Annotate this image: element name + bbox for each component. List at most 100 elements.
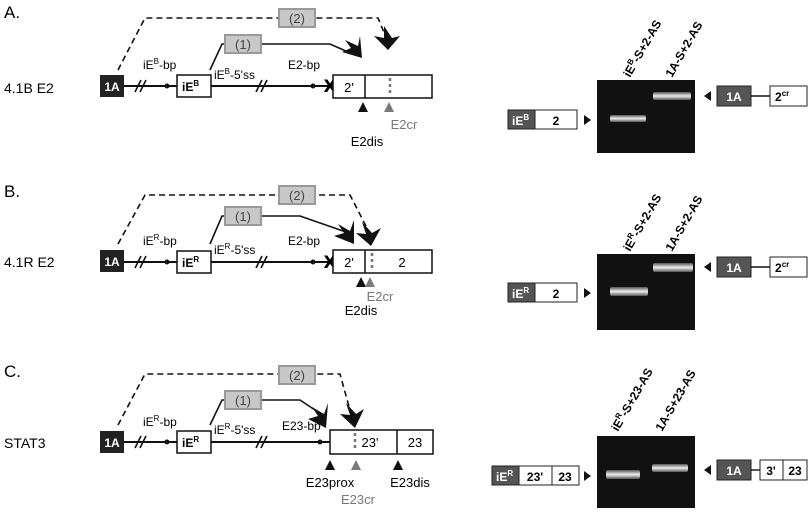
pointer-icon [584,115,591,125]
break-mark [139,435,147,449]
primer-2-box [278,8,316,28]
marker-c-triangle [393,460,403,470]
break-mark [255,255,263,269]
break-mark [134,79,142,93]
product-23-box [782,459,808,481]
product-23-label: 23 [788,464,802,478]
exon-1a-box [100,431,124,453]
marker-b-triangle [351,460,361,470]
primer-1-box [224,390,262,410]
bp-label: iER-bp [143,233,177,248]
pointer-icon [704,465,711,475]
segment-left-label: 2' [344,80,354,95]
marker-a-triangle [325,460,335,470]
target-exon-box [329,429,434,455]
left-product: iEB 2 [507,109,591,130]
break-mark [260,435,268,449]
product-exon-label: 23' [527,470,543,484]
lane-1-label: iER-S+2-AS [620,191,665,253]
marker-b-label: E2cr [391,117,418,132]
arrowhead-1 [308,403,328,428]
pointer-icon [584,288,591,298]
break-mark [139,79,147,93]
marker-b-label: E2cr [367,289,394,304]
product-exon-box [534,109,578,130]
product-2cr-label: 2cr [775,260,789,275]
break-mark [134,255,142,269]
gene-label: 4.1B E2 [4,80,54,96]
product-exon-box [534,282,578,303]
primer-2-path [117,17,389,71]
ss-label: iEB-5'ss [214,67,255,82]
panel-letter: B. [4,182,20,201]
product-ie-label: iER [512,286,529,301]
branch-point-dot [164,83,170,89]
arrowhead-2 [374,26,400,50]
ie-exon-label: iEB [182,79,199,94]
product-2cr-box [769,256,808,278]
exon-1a-box [100,75,124,97]
break-mark [139,255,147,269]
segment-right-label: 23 [408,435,422,450]
break-mark [134,435,142,449]
primer-2-label: (2) [289,11,305,26]
product-1a-label: 1A [726,90,742,104]
panel-letter: A. [4,3,20,22]
left-product: iER 2 [507,282,591,303]
product-1a-label: 1A [726,261,742,275]
branch-point-dot [310,83,316,89]
exon-1a-box [100,250,124,272]
marker-a-label: E2dis [345,303,378,318]
target-bp-label: E2-bp [288,234,320,248]
right-product: 1A 2cr [704,85,808,107]
target-bp-label: E23-bp [282,419,321,433]
target-bp-label: E2-bp [288,58,320,72]
marker-a-label: E2dis [351,134,384,149]
product-ie-label: iER [496,469,513,484]
primer-1-label: (1) [235,393,251,408]
marker-b-label: E23cr [341,492,376,507]
lane-1-label: iEB-S+2-AS [620,17,665,79]
product-3prime-label: 3' [766,464,776,478]
panel-b: B. 4.1R E2 (2) (1) 1A iER X iER-bp iER-5… [4,182,808,330]
product-2cr-box [769,85,808,107]
exon-1a-label: 1A [104,436,120,450]
marker-b-triangle [384,102,394,112]
break-mark [260,255,268,269]
branch-point-dot [164,259,170,265]
ie-exon-label: iER [182,255,199,270]
break-mark [255,435,263,449]
branch-point-dot [317,439,323,445]
branch-point-dot [164,439,170,445]
target-exon-box [332,249,433,274]
break-mark [260,79,268,93]
ie-exon-box [176,250,212,274]
exon-1a-label: 1A [104,80,120,94]
gel-band-lane-1 [610,287,648,296]
product-ie-label: iEB [512,113,529,128]
lane-2-label: 1A-S+2-AS [662,19,705,79]
pointer-icon [584,471,591,481]
ie-exon-box [176,430,212,454]
primer-1-box [224,34,262,54]
product-exon-label-2: 23 [558,470,572,484]
lane-1-label: iER-S+23-AS [608,365,656,433]
lane-2-label: 1A-S+23-AS [652,367,698,433]
panel-c: C. STAT3 (2) (1) 1A iER iER-bp iER-5'ss … [4,362,808,508]
gene-label: STAT3 [4,435,46,451]
marker-b-triangle [365,277,375,287]
primer-1-label: (1) [235,209,251,224]
marker-a-triangle [356,277,366,287]
panel-a: A. 4.1B E2 (2) (1) 1A iEB X iEB-bp iEB-5… [4,3,808,153]
pointer-icon [704,91,711,101]
primer-2-label: (2) [289,188,305,203]
primer-2-label: (2) [289,368,305,383]
exon-1a-label: 1A [104,255,120,269]
panel-letter: C. [4,362,21,381]
ss-label: iER-5'ss [214,242,255,257]
primer-2-path [117,373,351,426]
product-exon-box-2 [551,465,580,486]
primer-2-box [278,365,316,385]
arrowhead-1 [334,220,354,244]
